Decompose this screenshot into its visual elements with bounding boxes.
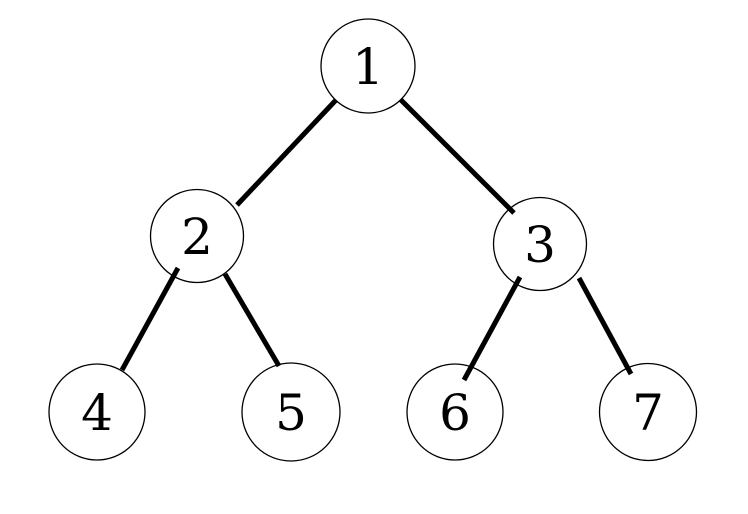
tree-edge-1-2 bbox=[235, 98, 338, 207]
tree-edge-2-5 bbox=[222, 272, 282, 368]
tree-edge-3-7 bbox=[576, 276, 634, 376]
tree-node-1-label: 1 bbox=[352, 38, 384, 96]
tree-node-3-circle bbox=[492, 196, 588, 292]
tree-node-3-label: 3 bbox=[524, 216, 556, 274]
tree-node-7-circle bbox=[598, 362, 698, 462]
tree-edge-1-3 bbox=[399, 98, 516, 215]
tree-node-6-label: 6 bbox=[439, 384, 471, 442]
tree-node-5-circle bbox=[241, 362, 341, 462]
tree-edge-3-6 bbox=[461, 275, 523, 382]
tree-node-7-label: 7 bbox=[632, 384, 664, 442]
tree-node-5-label: 5 bbox=[275, 384, 307, 442]
tree-node-4-label: 4 bbox=[81, 384, 113, 442]
tree-edge-2-4 bbox=[119, 266, 181, 372]
tree-node-2-label: 2 bbox=[181, 208, 213, 266]
tree-node-1-circle bbox=[320, 18, 416, 114]
tree-node-6-circle bbox=[406, 363, 504, 461]
tree-node-4-circle bbox=[48, 363, 146, 461]
tree-node-2-circle bbox=[149, 188, 245, 284]
